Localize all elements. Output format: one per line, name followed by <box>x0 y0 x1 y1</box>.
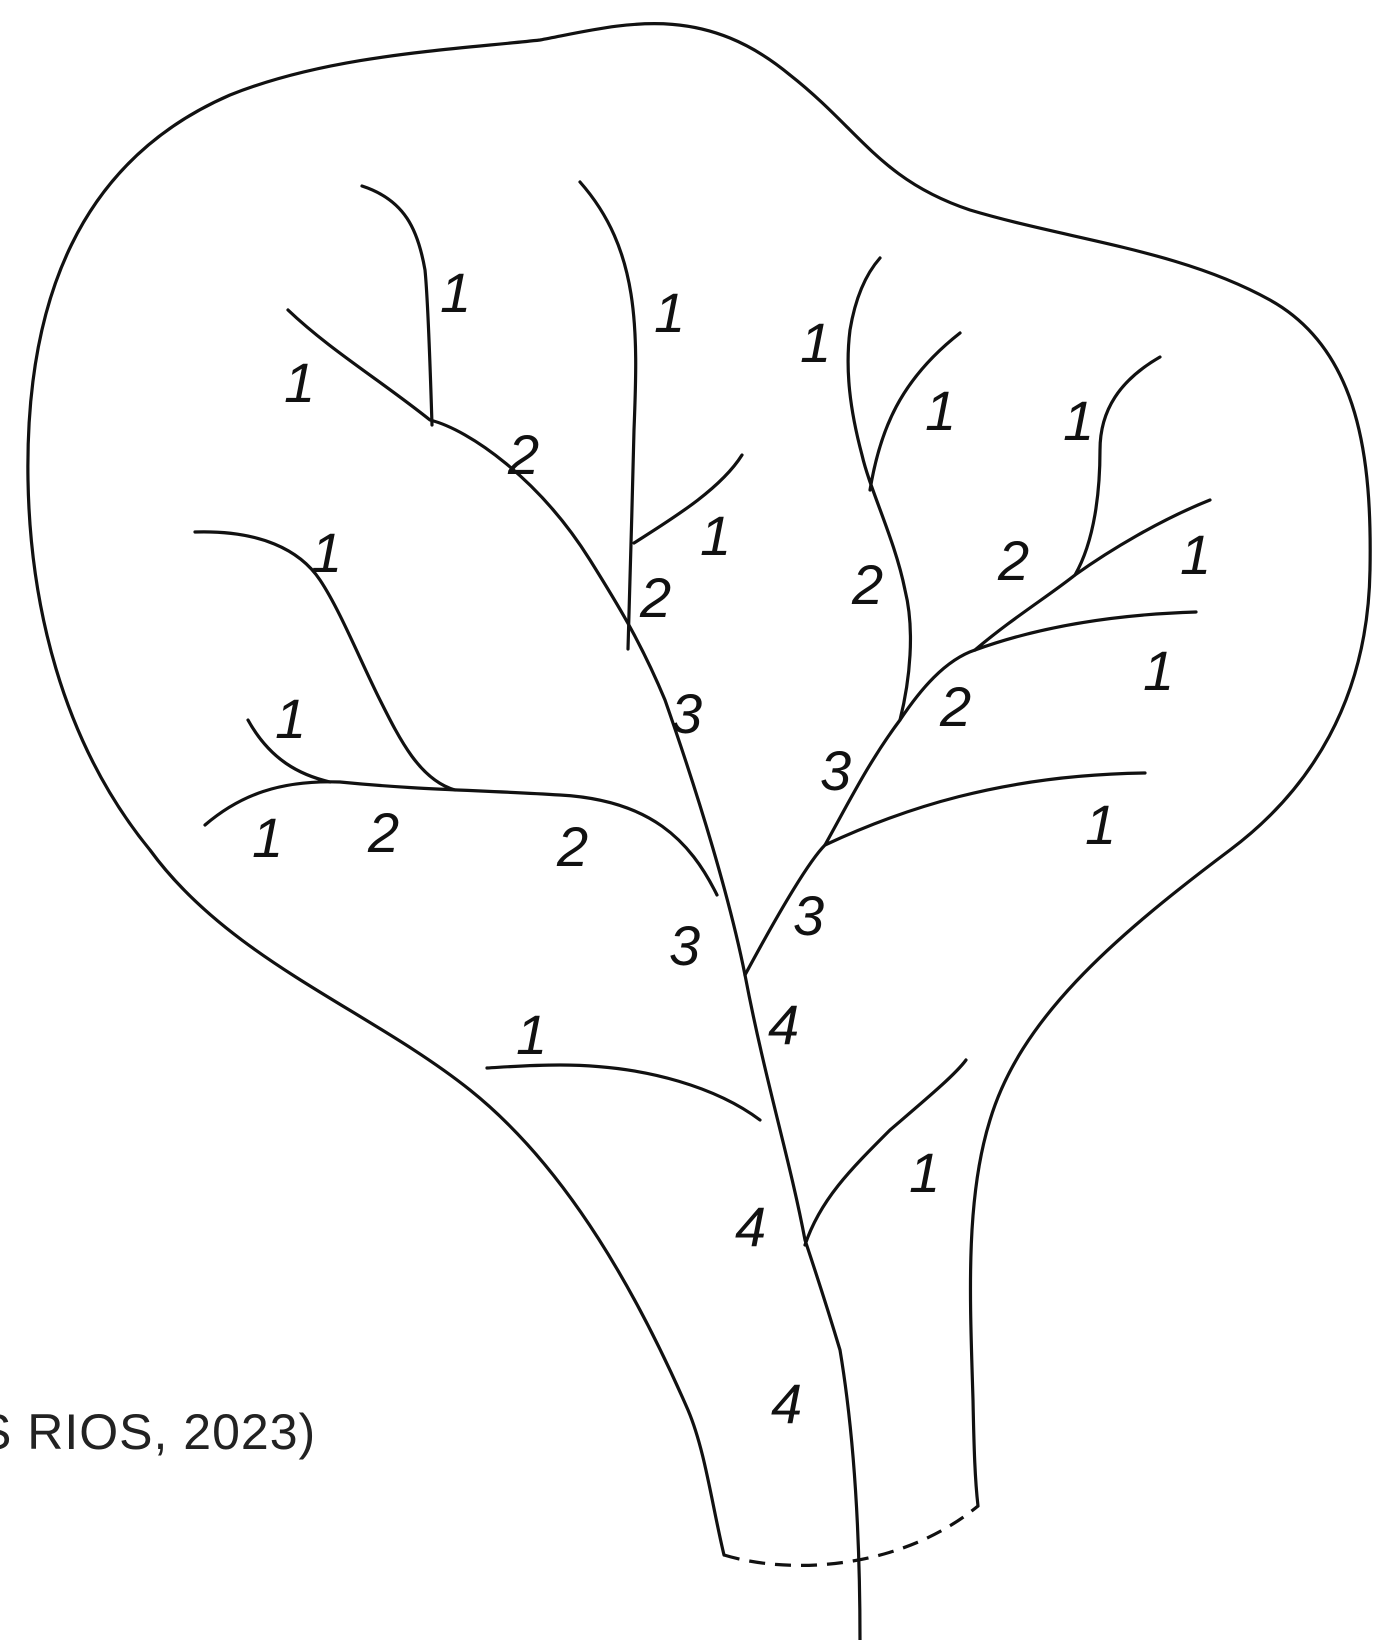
order-label: 2 <box>851 553 883 616</box>
order-label: 4 <box>735 1195 766 1258</box>
order-label: 1 <box>654 281 685 344</box>
source-caption: S RIOS, 2023) <box>0 1403 316 1461</box>
left-trunk <box>288 310 745 975</box>
upper-left-tributary <box>362 186 432 425</box>
order-label: 3 <box>820 739 851 802</box>
order-label: 1 <box>1143 639 1174 702</box>
order-label: 1 <box>284 351 315 414</box>
order-label: 1 <box>700 504 731 567</box>
order-label: 1 <box>516 1003 547 1066</box>
order-label: 2 <box>367 801 399 864</box>
order-label: 2 <box>997 529 1029 592</box>
right-stream-upper <box>848 258 910 720</box>
order-label: 1 <box>1063 389 1094 452</box>
order-label: 1 <box>275 687 306 750</box>
order-label: 3 <box>671 682 702 745</box>
order-label: 2 <box>556 815 588 878</box>
lower-right-tributary <box>805 1060 966 1245</box>
lower-left-tributary <box>487 1065 760 1120</box>
central-stream <box>580 182 636 649</box>
order-label: 1 <box>1085 793 1116 856</box>
order-label: 1 <box>909 1141 940 1204</box>
order-label: 1 <box>440 261 471 324</box>
order-label: 1 <box>1180 523 1211 586</box>
order-label: 3 <box>669 914 700 977</box>
order-label: 1 <box>252 806 283 869</box>
order-label: 4 <box>771 1372 802 1435</box>
order-label: 2 <box>507 423 539 486</box>
basin-boundary <box>28 24 1370 1555</box>
outlet-dashed-line <box>724 1506 978 1565</box>
order-label: 2 <box>939 675 971 738</box>
main-channel <box>745 975 860 1640</box>
order-label: 1 <box>800 311 831 374</box>
order-label: 4 <box>768 993 799 1056</box>
order-label: 1 <box>311 521 342 584</box>
order-label: 2 <box>639 566 671 629</box>
order-label: 3 <box>793 884 824 947</box>
order-label: 1 <box>925 379 956 442</box>
